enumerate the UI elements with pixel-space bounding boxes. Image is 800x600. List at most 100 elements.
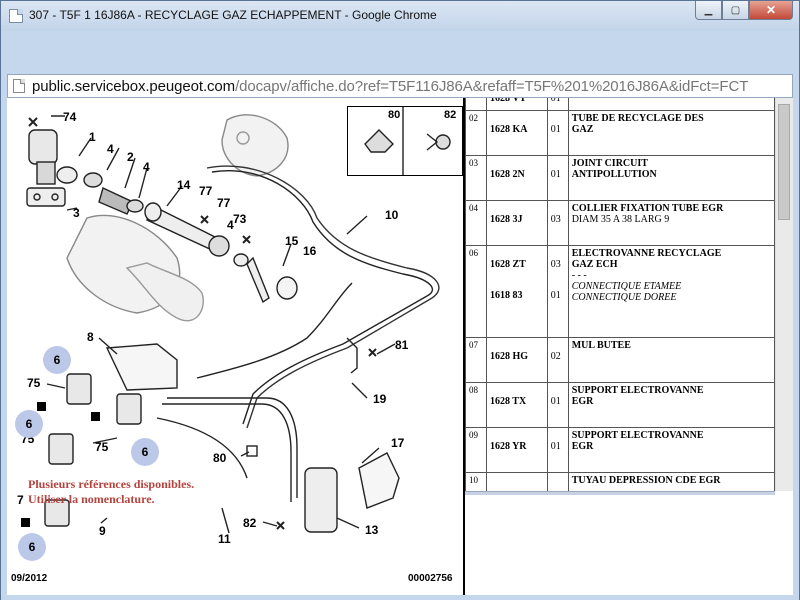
callout-label[interactable]: 80 xyxy=(213,451,227,465)
title-bar[interactable]: 307 - T5F 1 16J86A - RECYCLAGE GAZ ECHAP… xyxy=(1,1,799,31)
part-reference[interactable]: 1628 HG xyxy=(489,351,529,362)
reservoir-13-shape xyxy=(304,467,338,533)
part-reference[interactable]: 1628 2N xyxy=(489,169,525,180)
callout-label[interactable]: 4 xyxy=(107,142,114,156)
callout-label[interactable]: 3 xyxy=(73,206,80,220)
description-line: ANTIPOLLUTION xyxy=(571,169,657,180)
callout-label[interactable]: 17 xyxy=(391,436,405,450)
callout-label[interactable]: 19 xyxy=(373,392,387,406)
callout-label[interactable]: 4 xyxy=(143,160,150,174)
minimize-button[interactable]: ▁ xyxy=(695,1,722,20)
quantity-cell: 01 xyxy=(546,98,569,111)
callout-badge[interactable]: 6 xyxy=(15,410,43,438)
description-line: SUPPORT ELECTROVANNE xyxy=(571,430,704,441)
connector-variant: CONNECTIQUE ETAMEE xyxy=(571,281,682,292)
quantity xyxy=(551,475,565,486)
description-line: EGR xyxy=(571,441,594,452)
parts-scrollbar[interactable] xyxy=(775,98,793,491)
part-reference[interactable]: 1628 3J xyxy=(489,214,523,225)
callout-label[interactable]: 77 xyxy=(199,184,213,198)
callout-label[interactable]: 73 xyxy=(233,212,247,226)
callout-label[interactable]: 77 xyxy=(217,196,231,210)
callout-label[interactable]: 10 xyxy=(385,208,399,222)
window-controls: ▁ ▢ ✕ xyxy=(695,1,793,21)
quantity-cell: 01 xyxy=(546,155,569,201)
quantity: 01 xyxy=(550,290,561,301)
reference-cell xyxy=(485,472,548,491)
egr-valve-shape xyxy=(28,129,58,165)
quantity-cell: 01 xyxy=(546,110,569,156)
description-line: TUBE DE RECYCLAGE DES xyxy=(571,113,704,124)
hose-2-shape xyxy=(98,187,134,215)
close-button[interactable]: ✕ xyxy=(749,1,793,20)
callout-label[interactable]: 15 xyxy=(285,234,299,248)
callout-label[interactable]: 13 xyxy=(365,523,379,537)
description-line: TUYAU DEPRESSION CDE EGR xyxy=(571,475,721,486)
callout-label[interactable]: 75 xyxy=(27,376,41,390)
minimize-icon: ▁ xyxy=(704,4,713,16)
quantity-cell: 02 xyxy=(546,337,569,383)
address-bar[interactable]: public.servicebox.peugeot.com/docapv/aff… xyxy=(7,74,793,98)
callout-label[interactable]: 9 xyxy=(99,524,106,538)
part-reference[interactable] xyxy=(490,475,544,486)
callout-label[interactable]: 75 xyxy=(95,440,109,454)
close-icon: ✕ xyxy=(765,3,777,17)
quantity-cell: 01 xyxy=(546,427,569,473)
notice-line: Utiliser la nomenclature. xyxy=(28,492,155,506)
description-line: GAZ ECH xyxy=(571,259,618,270)
quantity: 03 xyxy=(550,259,561,270)
parts-row[interactable]: 1628 VT 01 xyxy=(465,98,776,111)
reference-cell: 1628 2N xyxy=(485,155,548,201)
callout-label[interactable]: 8 xyxy=(87,330,94,344)
quantity-cell: 03 01 xyxy=(546,245,569,338)
part-reference[interactable]: 1628 VT xyxy=(489,98,527,104)
part-reference[interactable]: 1628 KA xyxy=(489,124,528,135)
description-line: EGR xyxy=(571,396,594,407)
exploded-diagram: 80 82 74 1 4 2 4 3 14 77 77 4 73 15 16 1… xyxy=(7,98,463,595)
callout-badge[interactable]: 6 xyxy=(18,533,46,561)
egr-valve-body xyxy=(36,161,56,185)
callout-label[interactable]: 4 xyxy=(227,218,234,232)
solenoid-valve-shape xyxy=(66,373,92,405)
part-reference[interactable]: 1628 ZT xyxy=(489,259,526,270)
url-text[interactable]: public.servicebox.peugeot.com/docapv/aff… xyxy=(32,78,748,95)
reference-cell: 1628 ZT 1618 83 xyxy=(485,245,548,338)
callout-label[interactable]: 7 xyxy=(17,493,24,507)
quantity: 03 xyxy=(550,214,561,225)
reference-cell: 1628 KA xyxy=(485,110,548,156)
part-reference[interactable]: 1618 83 xyxy=(489,290,523,301)
callout-label[interactable]: 1 xyxy=(89,130,96,144)
callout-label[interactable]: 14 xyxy=(177,178,191,192)
pane-splitter[interactable] xyxy=(465,491,775,496)
scroll-thumb[interactable] xyxy=(778,104,790,220)
part-thumbnails: 80 82 xyxy=(347,106,463,176)
callout-label[interactable]: 16 xyxy=(303,244,317,258)
callout-label[interactable]: 82 xyxy=(243,516,257,530)
maximize-button[interactable]: ▢ xyxy=(722,1,749,20)
callout-badge[interactable]: 6 xyxy=(131,438,159,466)
document-icon xyxy=(9,9,23,23)
part-reference[interactable]: 1628 YR xyxy=(489,441,527,452)
callout-label[interactable]: 11 xyxy=(218,532,231,546)
callout-label[interactable]: 74 xyxy=(63,110,77,124)
callout-label[interactable]: 2 xyxy=(127,150,134,164)
callout-label[interactable]: 81 xyxy=(395,338,409,352)
thumbnail-label: 82 xyxy=(444,109,457,121)
part-reference[interactable]: 1628 TX xyxy=(489,396,527,407)
diagram-date: 09/2012 xyxy=(11,573,48,584)
item-number: 08 xyxy=(465,382,487,428)
page-content: 80 82 74 1 4 2 4 3 14 77 77 4 73 15 16 1… xyxy=(7,98,793,595)
callout-badge[interactable]: 6 xyxy=(43,346,71,374)
